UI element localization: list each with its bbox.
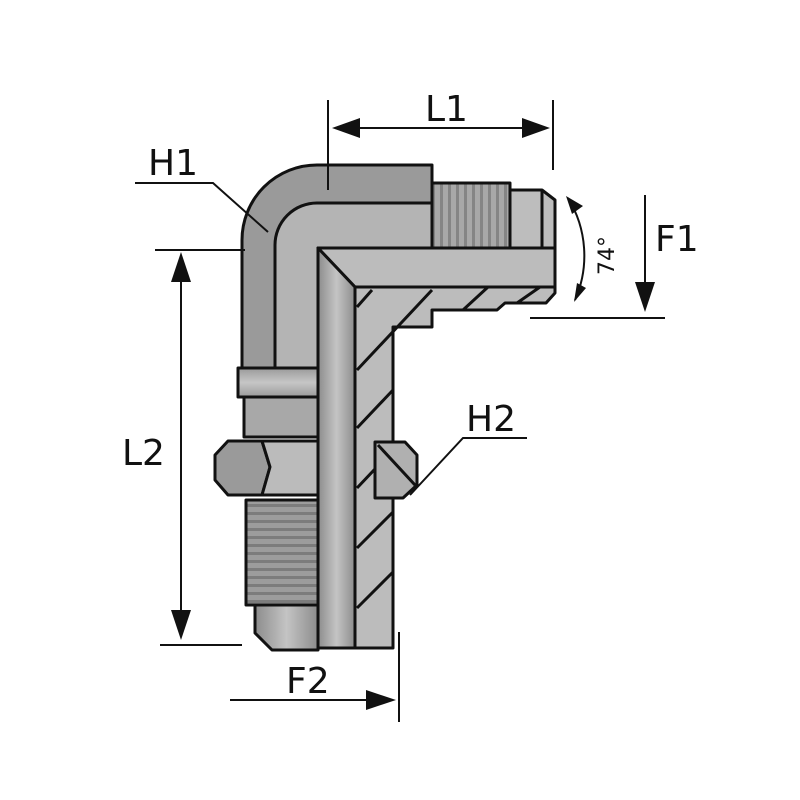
hatch-lines [355, 285, 541, 610]
label-F2: F2 [286, 661, 330, 702]
dimension-lines [135, 100, 665, 722]
label-H1: H1 [148, 143, 198, 184]
label-angle: 74° [595, 236, 620, 275]
label-L2: L2 [122, 433, 165, 474]
label-H2: H2 [466, 399, 516, 440]
elbow-body [240, 163, 434, 370]
cutaway-section [316, 246, 557, 650]
lower-body [213, 366, 320, 652]
label-L1: L1 [425, 89, 468, 130]
seal-ring [373, 440, 419, 500]
right-thread-end [430, 181, 557, 250]
label-F1: F1 [655, 219, 699, 260]
